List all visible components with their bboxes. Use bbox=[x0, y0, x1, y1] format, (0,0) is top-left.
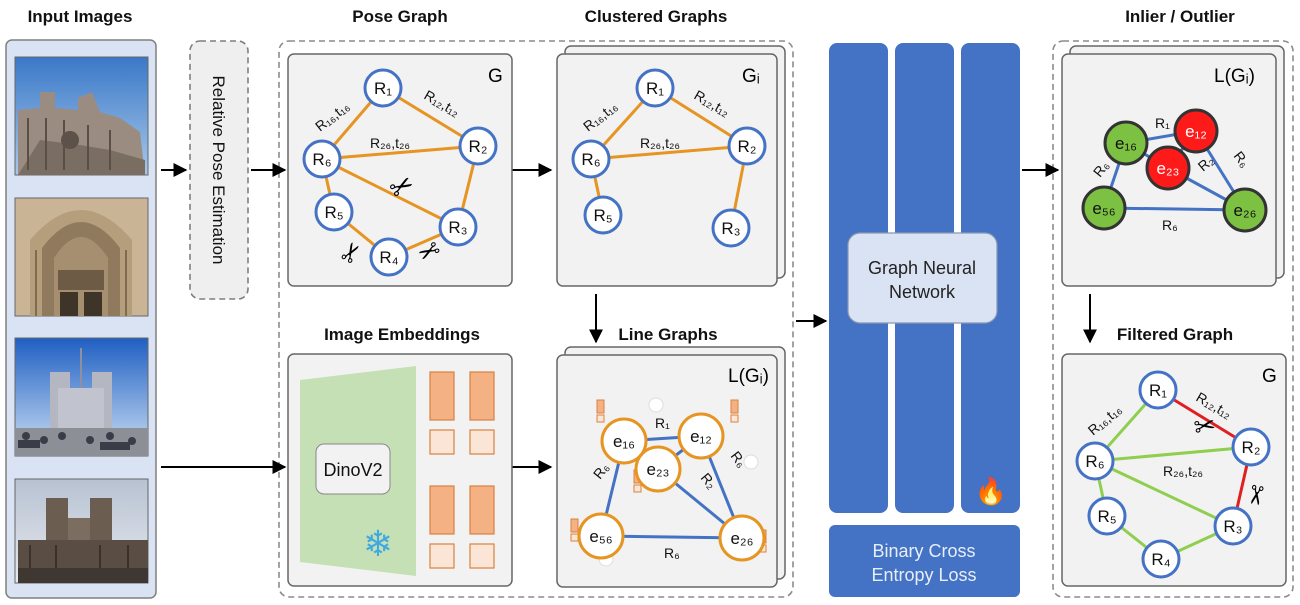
pose-node-r6: R₆ bbox=[312, 150, 331, 169]
header-clustered-graphs: Clustered Graphs bbox=[585, 7, 728, 26]
line-graph-label: L(Gᵢ) bbox=[728, 366, 769, 387]
pose-node-r3: R₃ bbox=[721, 219, 740, 238]
loss-label: Entropy Loss bbox=[871, 565, 976, 585]
gnn-label: Network bbox=[889, 282, 956, 302]
line-edge-label-r1: R₁ bbox=[655, 415, 670, 431]
line-node-e12: e₁₂ bbox=[690, 427, 712, 446]
line-node-e12: e₁₂ bbox=[1185, 122, 1207, 141]
line-node-e16: e₁₆ bbox=[1115, 134, 1137, 153]
header-filtered-graph: Filtered Graph bbox=[1117, 325, 1233, 344]
line-edge-label-r6: R₆ bbox=[728, 448, 750, 470]
scissors-icon: ✂ bbox=[1239, 482, 1272, 509]
gnn-label: Graph Neural bbox=[868, 258, 976, 278]
line-node-e56: e₅₆ bbox=[1092, 199, 1115, 218]
pose-graph-nodes bbox=[302, 68, 498, 277]
line-edge-label-r6: R₆ bbox=[1090, 158, 1112, 180]
line-edge-label-r6: R₆ bbox=[664, 545, 680, 561]
embedding-blocks bbox=[429, 371, 495, 569]
line-edge-label-r1: R₁ bbox=[1155, 115, 1170, 131]
line-edge-label-r6: R₆ bbox=[1162, 217, 1178, 233]
graph-neural-network: Graph Neural Network 🔥 bbox=[829, 43, 1020, 513]
edge-label-r26-t26: R₂₆,t₂₆ bbox=[370, 135, 410, 151]
filtered-graph-label: G bbox=[1262, 366, 1277, 387]
relative-pose-estimation-box: Relative Pose Estimation bbox=[189, 40, 249, 300]
dinov2-label: DinoV2 bbox=[323, 460, 382, 480]
pose-graph-panel: G R₁₆,t₁₆ R₁₂,t₁₂ R₂₆,t₂₆ R₁ R₂ R₃ R₄ R₅… bbox=[287, 53, 513, 287]
pose-node-r2: R₂ bbox=[738, 137, 757, 156]
header-image-embeddings: Image Embeddings bbox=[324, 325, 480, 344]
clustered-graph-label: Gᵢ bbox=[742, 66, 760, 87]
header-inlier-outlier: Inlier / Outlier bbox=[1125, 7, 1235, 26]
fire-icon: 🔥 bbox=[975, 476, 1007, 506]
edge-label-r26-t26: R₂₆,t₂₆ bbox=[640, 135, 680, 151]
filtered-graph-panel: G R₁₆,t₁₆ R₁₂,t₁₂ R₂₆,t₂₆ ✂ ✂ R₁ R₂ R₃ R… bbox=[1061, 353, 1287, 587]
dinov2-box bbox=[315, 443, 391, 495]
pose-node-r3: R₃ bbox=[1223, 517, 1242, 536]
scissors-icon: ✂ bbox=[1191, 409, 1218, 442]
clustered-graphs-panel: Gᵢ R₁₆,t₁₆ R₁₂,t₁₂ R₂₆,t₂₆ R₁ R₂ R₃ R₅ R… bbox=[556, 45, 786, 287]
line-node-e26: e₂₆ bbox=[1234, 201, 1257, 220]
input-image-4 bbox=[14, 478, 149, 584]
binary-cross-entropy-loss: Binary Cross Entropy Loss bbox=[829, 525, 1020, 597]
inlier-outlier-panel: L(Gᵢ) R₁ R₆ R₂ R₆ R₆ e₁₆ e₁₂ e₂₃ e₅₆ e₂₆ bbox=[1061, 45, 1285, 287]
pose-node-r1: R₁ bbox=[646, 79, 664, 98]
header-line-graphs: Line Graphs bbox=[618, 325, 717, 344]
line-node-e16: e₁₆ bbox=[613, 432, 635, 451]
right-dashed-enclosure bbox=[1052, 40, 1294, 598]
line-node-e26: e₂₆ bbox=[731, 529, 754, 548]
pose-node-r5: R₅ bbox=[593, 206, 612, 225]
image-embeddings-panel: DinoV2 ❄ bbox=[287, 353, 513, 587]
flow-arrows bbox=[161, 163, 1097, 474]
pose-node-r2: R₂ bbox=[469, 137, 488, 156]
edge-label-r26-t26: R₂₆,t₂₆ bbox=[1163, 463, 1203, 479]
gnn-label-box bbox=[847, 232, 998, 324]
header-input-images: Input Images bbox=[28, 7, 133, 26]
input-image-1 bbox=[14, 56, 149, 176]
line-node-e56: e₅₆ bbox=[589, 527, 612, 546]
pose-node-r5: R₅ bbox=[324, 203, 343, 222]
pose-node-r1: R₁ bbox=[374, 79, 392, 98]
header-pose-graph: Pose Graph bbox=[352, 7, 447, 26]
relative-pose-estimation-label: Relative Pose Estimation bbox=[209, 76, 228, 265]
input-image-3 bbox=[14, 337, 149, 457]
inlier-graph-label: L(Gᵢ) bbox=[1214, 66, 1255, 87]
pose-node-r3: R₃ bbox=[448, 218, 467, 237]
snowflake-icon: ❄ bbox=[363, 523, 393, 564]
pose-node-r6: R₆ bbox=[1085, 452, 1104, 471]
line-node-e23: e₂₃ bbox=[647, 460, 670, 479]
line-node-e23: e₂₃ bbox=[1157, 159, 1180, 178]
pose-graph-label: G bbox=[488, 66, 503, 87]
pose-node-r6: R₆ bbox=[581, 150, 600, 169]
pose-node-r4: R₄ bbox=[379, 248, 398, 267]
loss-label: Binary Cross bbox=[872, 541, 975, 561]
pose-node-r4: R₄ bbox=[1151, 550, 1170, 569]
pose-node-r5: R₅ bbox=[1097, 507, 1116, 526]
line-edge-label-r6: R₆ bbox=[590, 460, 612, 482]
input-image-2 bbox=[14, 197, 149, 317]
pose-node-r1: R₁ bbox=[1149, 381, 1167, 400]
pose-node-r2: R₂ bbox=[1242, 438, 1261, 457]
line-graphs-panel: L(Gᵢ) R₁ R₆ R₂ R₆ R₆ e₁₆ bbox=[556, 346, 786, 588]
line-edge-label-r6: R₆ bbox=[1231, 148, 1253, 170]
input-images-panel bbox=[5, 39, 157, 599]
